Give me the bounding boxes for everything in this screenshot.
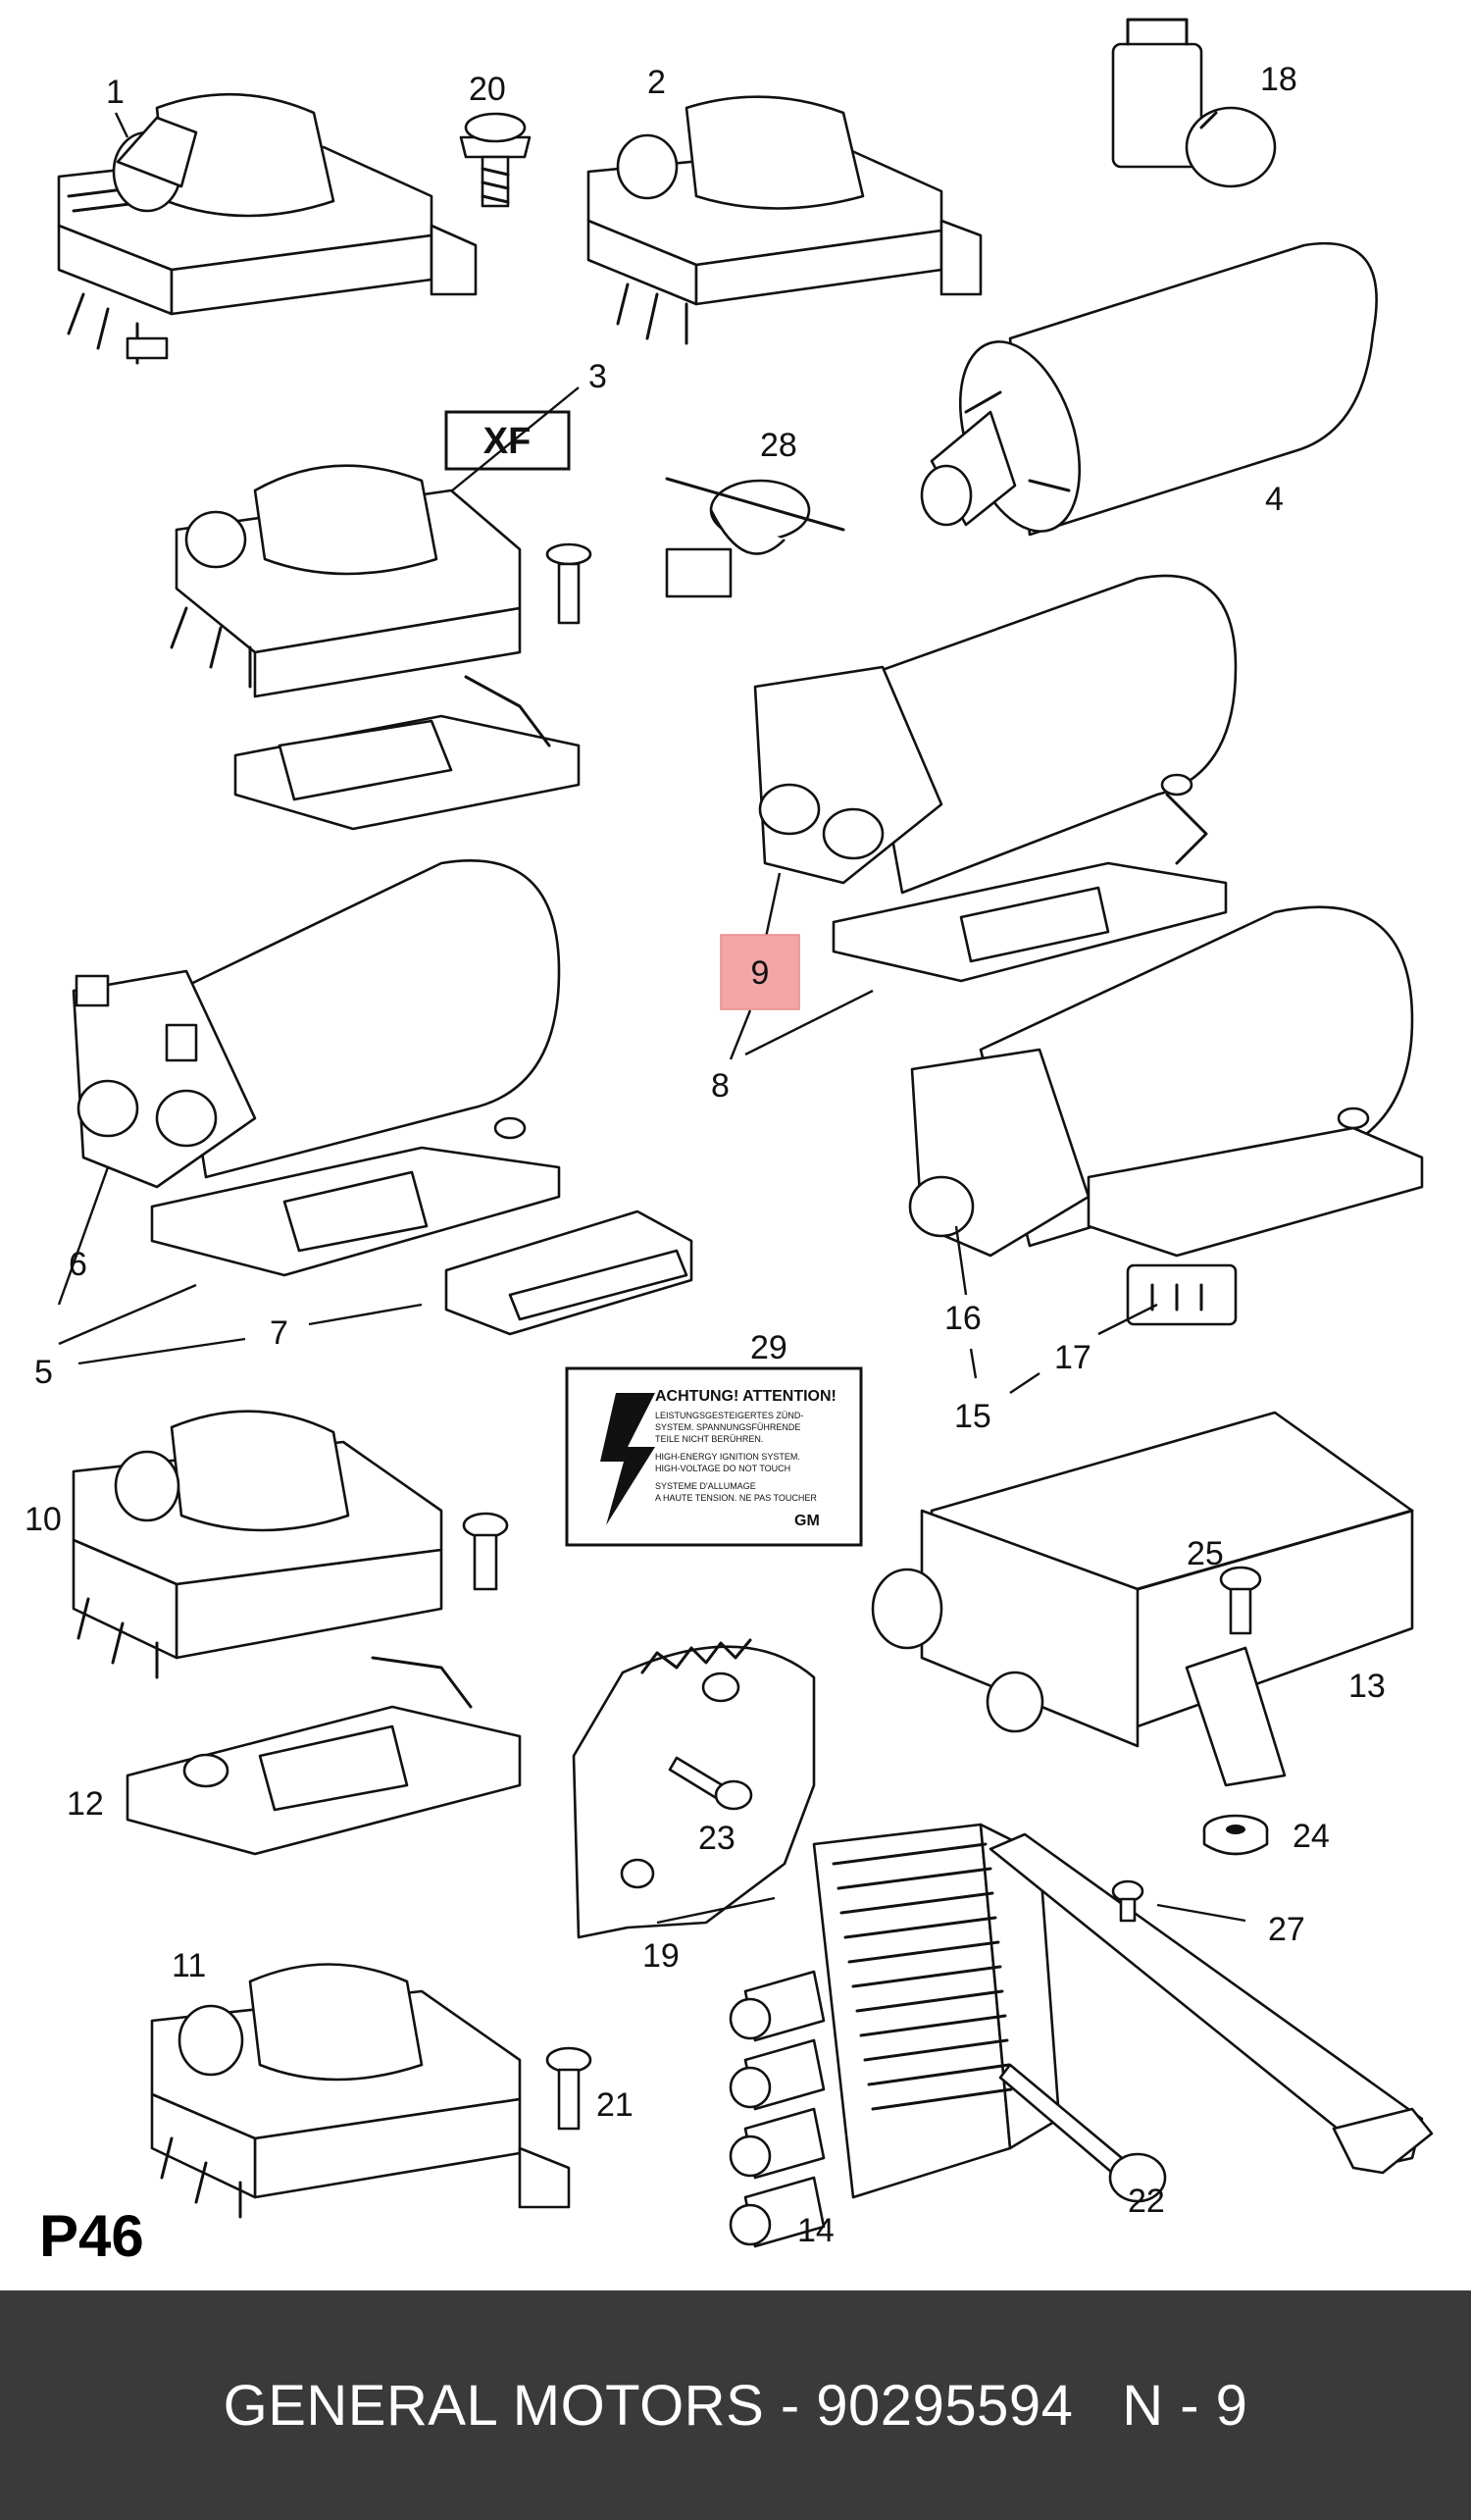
callout-14: 14: [797, 2212, 835, 2249]
part-8-coil-module-assembly[interactable]: [753, 574, 1238, 983]
part-2-ignition-coil[interactable]: [586, 95, 983, 345]
xf-variant-box: [444, 410, 571, 471]
callout-21: 21: [596, 2086, 634, 2124]
callout-7: 7: [270, 1314, 288, 1352]
part-5-assembly-bracket[interactable]: [150, 1116, 561, 1277]
callout-11: 11: [172, 1947, 206, 1984]
callout-8: 8: [711, 1067, 730, 1105]
warning-heading: ACHTUNG! ATTENTION!: [655, 1388, 837, 1405]
footer-bar: GENERAL MOTORS - 90295594 N - 9: [0, 2290, 1471, 2520]
warning-line-2: SYSTEM. SPANNUNGSFÜHRENDE: [655, 1422, 800, 1432]
part-27-screw[interactable]: [1111, 1879, 1144, 1923]
part-22-bolt[interactable]: [998, 2063, 1167, 2203]
part-23-bolt[interactable]: [668, 1756, 753, 1811]
part-17-connector[interactable]: [1126, 1263, 1238, 1326]
part-4-cylindrical-coil[interactable]: [920, 241, 1378, 546]
callout-5: 5: [34, 1354, 53, 1391]
callout-22: 22: [1128, 2183, 1165, 2220]
callout-3: 3: [588, 358, 607, 395]
callout-4: 4: [1265, 481, 1284, 518]
part-1-ignition-coil[interactable]: [57, 92, 478, 365]
part-14-coil-pack[interactable]: [729, 1823, 1061, 2248]
part-11-ignition-coil[interactable]: [150, 1963, 571, 2219]
part-18-connector[interactable]: [1111, 18, 1277, 188]
footer-text: GENERAL MOTORS - 90295594 N - 9: [224, 2373, 1248, 2439]
callout-9: 9: [751, 954, 770, 992]
callout-29: 29: [750, 1329, 787, 1366]
part-12-control-module[interactable]: [126, 1656, 522, 1856]
part-21-screw[interactable]: [545, 2046, 592, 2131]
callout-17: 17: [1054, 1339, 1091, 1376]
warning-line-4: HIGH-ENERGY IGNITION SYSTEM.: [655, 1452, 800, 1462]
callout-13: 13: [1348, 1668, 1386, 1705]
part-19-mounting-plate[interactable]: [572, 1638, 816, 1939]
xf-variant-label: XF: [483, 421, 532, 462]
part-28-sensor[interactable]: [665, 477, 845, 598]
part-16-coil[interactable]: [908, 905, 1424, 1258]
callout-18: 18: [1260, 61, 1297, 98]
warning-line-6: SYSTEME D'ALLUMAGE: [655, 1481, 756, 1491]
part-20-screw[interactable]: [459, 112, 532, 208]
callout-1: 1: [106, 74, 125, 111]
callout-16: 16: [944, 1300, 982, 1337]
callout-27: 27: [1268, 1911, 1305, 1948]
callout-23: 23: [698, 1820, 736, 1857]
highlighted-callout-9-box: [720, 934, 800, 1010]
callout-10: 10: [25, 1501, 62, 1538]
part-24-washer[interactable]: [1202, 1814, 1269, 1856]
part-6-coil[interactable]: [72, 859, 561, 1189]
callout-24: 24: [1293, 1818, 1330, 1855]
footer-position: N - 9: [1122, 2373, 1248, 2438]
warning-line-5: HIGH-VOLTAGE DO NOT TOUCH: [655, 1464, 790, 1473]
callout-15: 15: [954, 1398, 991, 1435]
part-10-screw[interactable]: [462, 1512, 509, 1591]
warning-line-3: TEILE NICHT BERÜHREN.: [655, 1434, 763, 1444]
diagram-page-code: P46: [39, 2203, 144, 2269]
part-27-strap[interactable]: [989, 1832, 1434, 2175]
callout-6: 6: [69, 1246, 87, 1283]
callout-19: 19: [642, 1937, 680, 1975]
part-3-screw[interactable]: [545, 542, 592, 625]
gm-logo: GM: [794, 1513, 820, 1529]
part-7-control-module[interactable]: [444, 1209, 693, 1336]
part-10-ignition-coil[interactable]: [72, 1410, 443, 1679]
callout-2: 2: [647, 64, 666, 101]
callout-20: 20: [469, 71, 506, 108]
part-25-screw[interactable]: [1219, 1566, 1262, 1635]
footer-brand: GENERAL MOTORS: [223, 2373, 765, 2438]
warning-line-1: LEISTUNGSGESTEIGERTES ZÜND-: [655, 1411, 803, 1420]
callout-28: 28: [760, 427, 797, 464]
part-13-control-unit[interactable]: [871, 1411, 1414, 1787]
footer-part-number: 90295594: [816, 2373, 1074, 2438]
callout-25: 25: [1187, 1535, 1224, 1572]
callout-12: 12: [67, 1785, 104, 1823]
part-29-warning-label[interactable]: ACHTUNG! ATTENTION! LEISTUNGSGESTEIGERTE…: [565, 1366, 863, 1547]
footer-separator: -: [764, 2373, 817, 2438]
exploded-parts-diagram: 1 20 2 18 XF 3: [25, 18, 1434, 2249]
part-3-coil-assembly[interactable]: [170, 464, 581, 831]
warning-line-7: A HAUTE TENSION. NE PAS TOUCHER: [655, 1493, 817, 1503]
